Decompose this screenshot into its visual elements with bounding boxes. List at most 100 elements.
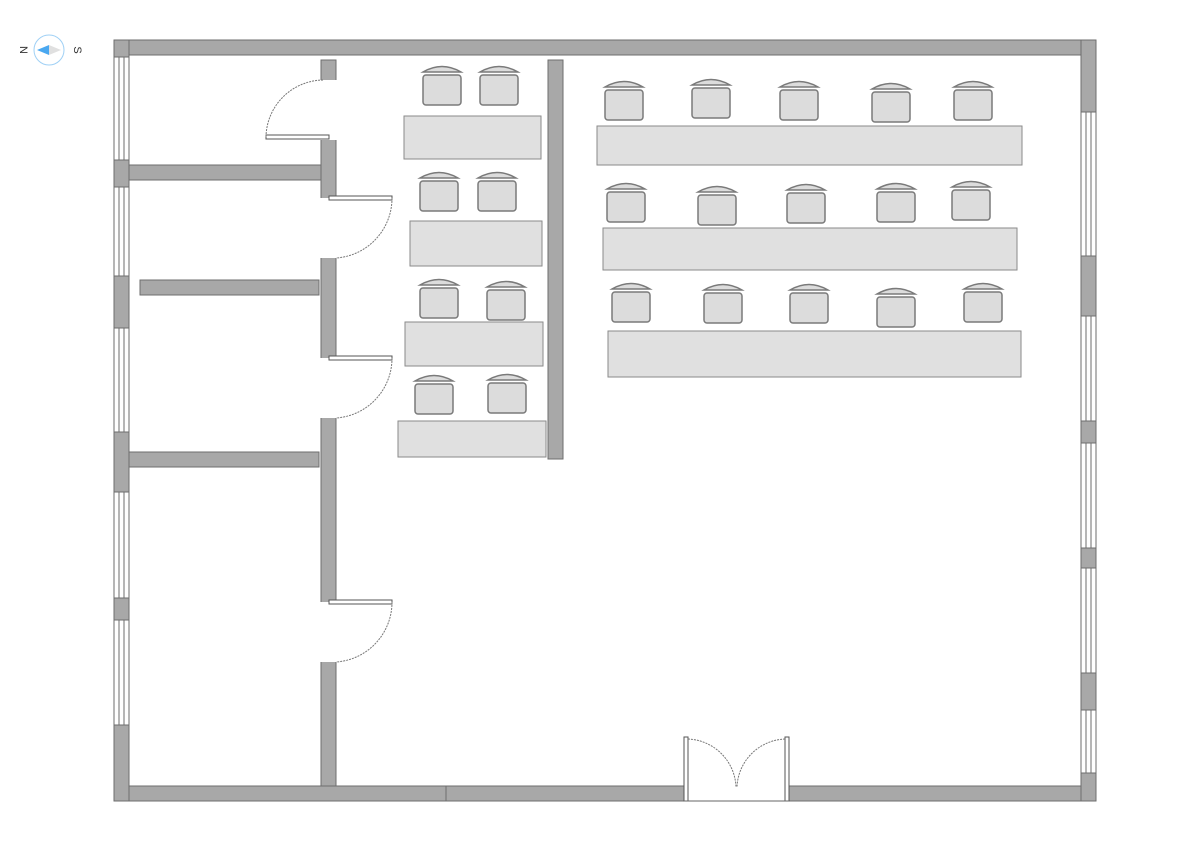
door-swing [265,79,325,138]
chair [949,180,993,221]
chair [412,374,456,415]
chair-back [420,65,464,73]
chair-seat [789,292,829,324]
chair-back [412,374,456,382]
chair [874,287,918,328]
chair [609,282,653,323]
wall-classroom-divider [547,59,564,460]
chair-seat [953,89,993,121]
desk [607,330,1022,378]
doors [265,79,790,802]
wall-partition [139,279,320,296]
window [113,619,130,726]
chair [484,280,528,321]
chair-seat [779,89,819,121]
door-opening [320,80,337,140]
chair [874,182,918,223]
chair-back [477,65,521,73]
chair-back [475,171,519,179]
chair-seat [876,191,916,223]
chair-seat [414,383,454,415]
chair [777,80,821,121]
chair [417,171,461,212]
chair-back [695,185,739,193]
wall-room-divider [128,164,322,181]
chair-seat [691,87,731,119]
chair [602,80,646,121]
desk [596,125,1023,166]
desk [602,227,1018,271]
chair-seat [697,194,737,226]
chair-seat [876,296,916,328]
door-opening [320,358,337,418]
window [1080,442,1097,549]
chair-seat [963,291,1003,323]
chair-back [689,78,733,86]
chair-back [787,283,831,291]
window [1080,315,1097,422]
compass: N S [17,34,83,66]
chair [689,78,733,119]
chair-back [874,287,918,295]
compass-needle-north [37,45,49,55]
chair-seat [703,292,743,324]
entrance-opening [684,785,789,802]
chair [477,65,521,106]
window [1080,111,1097,257]
entrance-door-swing [687,738,737,788]
chair-back [784,183,828,191]
window [113,327,130,433]
window [113,491,130,599]
wall-corridor [320,59,337,787]
chair-seat [871,91,911,123]
door-swing [335,357,393,419]
entrance-door-leaf [683,736,689,802]
chair-seat [419,287,459,319]
chair-back [961,282,1005,290]
window [113,186,130,277]
chair-seat [606,191,646,223]
door-swing [335,601,393,663]
entrance-door-leaf [784,736,790,802]
wall-top [113,39,1097,56]
chair [784,183,828,224]
chair-back [701,283,745,291]
chair-back [609,282,653,290]
chair-back [777,80,821,88]
chair [869,82,913,123]
chair [417,278,461,319]
door-leaf [328,355,393,361]
chair-seat [479,74,519,106]
chair [695,185,739,226]
chair-back [417,171,461,179]
desk [404,321,544,367]
furniture [397,65,1023,458]
wall-room-divider [128,451,320,468]
chair-back [484,280,528,288]
chair-back [949,180,993,188]
chair-seat [477,180,517,212]
window [1080,567,1097,674]
chair-seat [487,382,527,414]
door-leaf [328,599,393,605]
chair [604,182,648,223]
compass-north-label: N [17,46,29,54]
compass-south-label: S [71,46,83,53]
chair [485,373,529,414]
door-opening [320,198,337,258]
door-opening [320,602,337,662]
chair [961,282,1005,323]
window [1080,709,1097,774]
chair-back [602,80,646,88]
chair-back [485,373,529,381]
desk [403,115,542,160]
chair [420,65,464,106]
chair-seat [951,189,991,221]
chair-seat [419,180,459,212]
door-swing [335,197,393,259]
entrance-door-swing [736,738,786,788]
chair [701,283,745,324]
chair [787,283,831,324]
chair-seat [486,289,526,321]
